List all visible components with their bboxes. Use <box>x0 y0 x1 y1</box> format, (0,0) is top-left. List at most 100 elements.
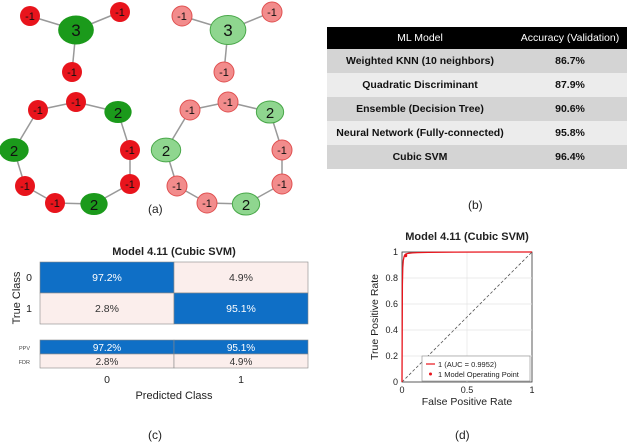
confusion-cell <box>39 261 175 294</box>
model-name: Neural Network (Fully-connected) <box>327 121 513 145</box>
graph-node <box>271 139 293 161</box>
graph-node <box>20 6 40 26</box>
roc-xlabel: False Positive Rate <box>422 396 513 408</box>
graph-node <box>231 192 261 216</box>
graph-node-label: -1 <box>185 105 195 117</box>
model-name: Cubic SVM <box>327 145 513 169</box>
y-tick-label: 1 <box>393 247 398 257</box>
summary-value: 2.8% <box>96 357 119 368</box>
graph-node <box>58 15 94 45</box>
table-header-row: ML Model Accuracy (Validation) <box>327 27 627 49</box>
confusion-cell-value: 95.1% <box>226 303 256 315</box>
legend-label-point: 1 Model Operating Point <box>438 370 520 379</box>
graph-node <box>62 62 82 82</box>
model-accuracy: 96.4% <box>513 145 627 169</box>
confusion-row-label: 0 <box>26 272 32 284</box>
confusion-col-label: 1 <box>238 374 244 386</box>
panel-label-a: (a) <box>148 202 163 216</box>
graph-node-label: -1 <box>277 179 287 191</box>
model-name: Ensemble (Decision Tree) <box>327 97 513 121</box>
summary-value: 95.1% <box>227 343 255 354</box>
graph-node <box>66 92 86 112</box>
graph-node <box>0 138 29 162</box>
graph-node <box>179 99 201 121</box>
graph-node-label: -1 <box>71 97 81 109</box>
graph-node-label: -1 <box>67 67 77 79</box>
graph-node <box>45 193 65 213</box>
confusion-col-label: 0 <box>104 374 110 386</box>
graph-node <box>28 100 48 120</box>
graph-node <box>255 100 285 124</box>
graph-node-label: -1 <box>20 181 30 193</box>
graph-node-label: 3 <box>71 21 80 40</box>
x-tick-label: 0 <box>399 385 404 395</box>
y-tick-label: 0.6 <box>385 299 398 309</box>
model-accuracy-table: ML Model Accuracy (Validation) Weighted … <box>327 27 627 169</box>
graph-node <box>271 173 293 195</box>
graph-node <box>261 1 283 23</box>
confusion-title: Model 4.11 (Cubic SVM) <box>112 246 236 258</box>
graph-node <box>217 91 239 113</box>
table-header-model: ML Model <box>327 27 513 49</box>
graph-node-label: -1 <box>172 181 182 193</box>
roc-legend: 1 (AUC = 0.9952) 1 Model Operating Point <box>421 355 531 382</box>
graph-node-label: -1 <box>267 7 277 19</box>
graph-node-label: -1 <box>177 11 187 23</box>
graph-node-label: -1 <box>25 11 35 23</box>
confusion-cells: 97.2% 4.9% 2.8% 95.1% <box>39 261 309 325</box>
graph-node-label: -1 <box>125 179 135 191</box>
confusion-cell-value: 97.2% <box>92 272 122 284</box>
graph-node <box>104 100 132 124</box>
table-row: Neural Network (Fully-connected)95.8% <box>327 121 627 145</box>
y-tick-label: 0.4 <box>385 325 398 335</box>
table-header-accuracy: Accuracy (Validation) <box>513 27 627 49</box>
confusion-cell <box>173 292 309 325</box>
graph-node <box>80 192 108 216</box>
graph-node-label: -1 <box>50 198 60 210</box>
panel-label-b: (b) <box>468 198 483 212</box>
graph-node <box>209 15 247 45</box>
x-tick-label: 0.5 <box>461 385 474 395</box>
summary-label-ppv: PPV <box>19 346 30 352</box>
graph-node-label: -1 <box>219 67 229 79</box>
roc-y-ticks: 00.20.40.60.81 <box>385 247 398 387</box>
roc-title: Model 4.11 (Cubic SVM) <box>405 231 529 243</box>
roc-operating-point <box>404 254 408 258</box>
graph-node-label: 2 <box>90 197 98 214</box>
model-accuracy: 87.9% <box>513 73 627 97</box>
graph-node <box>120 140 140 160</box>
confusion-matrix: Model 4.11 (Cubic SVM) True Class 97.2% … <box>11 246 309 402</box>
graph-node-label: -1 <box>202 198 212 210</box>
graph-node <box>150 137 182 163</box>
graph-node <box>120 174 140 194</box>
graph-node-label: -1 <box>223 97 233 109</box>
model-accuracy: 95.8% <box>513 121 627 145</box>
roc-curve <box>401 251 532 383</box>
summary-cell <box>173 353 309 369</box>
y-tick-label: 0.2 <box>385 351 398 361</box>
graph-node <box>110 2 130 22</box>
graph-node-label: 3 <box>223 21 232 40</box>
graph-node-label: 2 <box>266 105 274 122</box>
legend-point-swatch <box>429 372 432 376</box>
summary-value: 4.9% <box>230 357 253 368</box>
graph-node <box>213 61 235 83</box>
confusion-cell-value: 2.8% <box>95 303 119 315</box>
panel-label-c: (c) <box>148 428 162 442</box>
graph-node <box>166 175 188 197</box>
graph-node-label: -1 <box>33 105 43 117</box>
y-tick-label: 0.8 <box>385 273 398 283</box>
graph-node <box>15 176 35 196</box>
roc-ylabel: True Positive Rate <box>369 274 381 360</box>
confusion-cell-value: 4.9% <box>229 272 253 284</box>
table-row: Weighted KNN (10 neighbors)86.7% <box>327 49 627 73</box>
graph-node-label: -1 <box>115 7 125 19</box>
confusion-row-label: 1 <box>26 303 32 315</box>
confusion-cell <box>39 292 175 325</box>
